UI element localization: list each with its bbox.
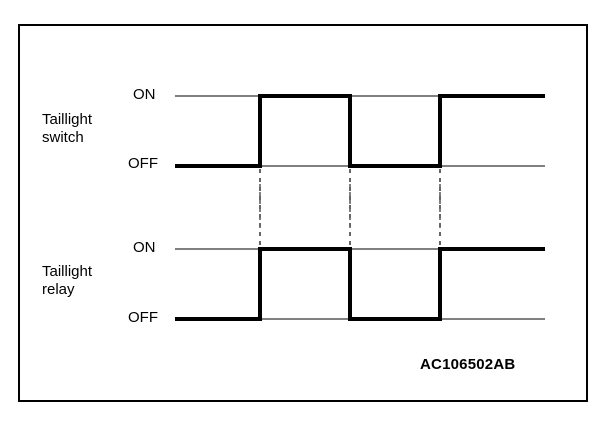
signal-1-low-label: OFF — [128, 155, 158, 172]
part-code: AC106502AB — [420, 356, 516, 373]
signal-2-low-label: OFF — [128, 309, 158, 326]
signal-1-high-label: ON — [133, 86, 156, 103]
timing-diagram-frame: Taillight switch ON OFF Taillight relay … — [18, 24, 588, 402]
switch-trace-final — [175, 94, 545, 168]
signal-2-name-line1: Taillight — [42, 263, 93, 280]
waveform-graphic-switch-fix — [172, 81, 552, 181]
signal-1-name-line1: Taillight — [42, 111, 93, 128]
waveform-graphic-relay-fix — [172, 169, 552, 334]
signal-2-name-line2: relay — [42, 281, 75, 298]
relay-trace-final — [175, 247, 545, 321]
signal-2-high-label: ON — [133, 239, 156, 256]
signal-1-name-line2: switch — [42, 129, 84, 146]
